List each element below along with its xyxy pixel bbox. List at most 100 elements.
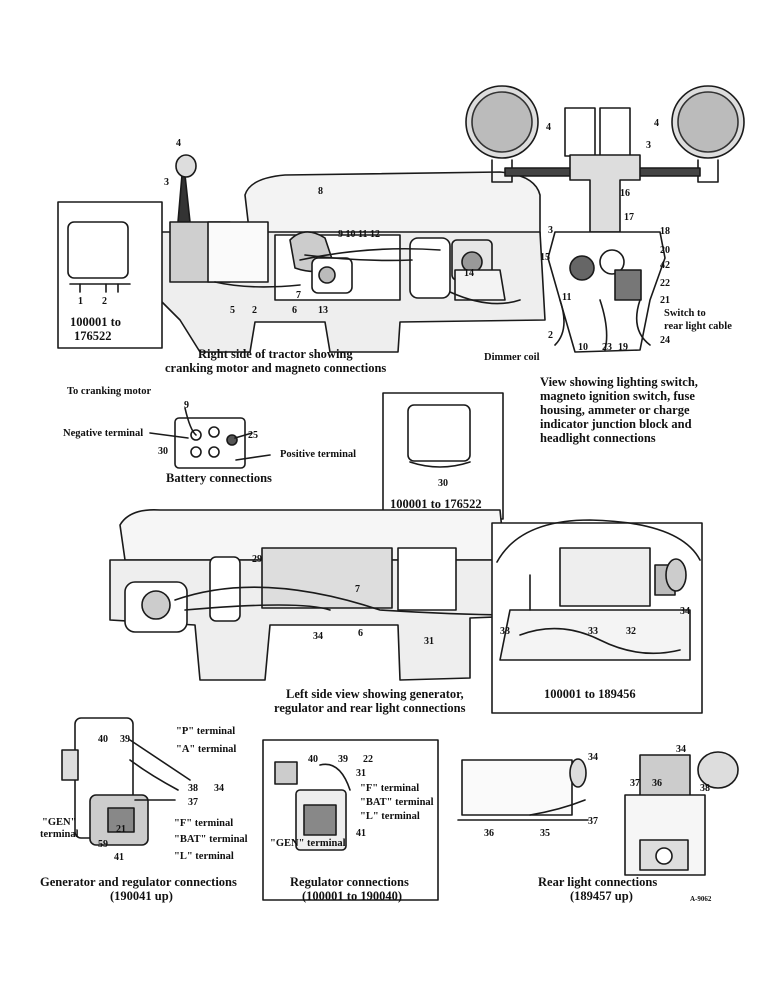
callout-1-inset: 1: [78, 296, 83, 307]
caption-lighting-line4: indicator junction block and: [540, 417, 692, 431]
caption-regulator-line1: Regulator connections: [290, 875, 409, 889]
callout-3: 3: [164, 177, 169, 188]
callout-16: 16: [620, 188, 630, 199]
caption-lighting-line5: headlight connections: [540, 431, 656, 445]
callout-21: 21: [660, 295, 670, 306]
callout-34-rear: 34: [588, 752, 598, 763]
inset-top-left-drawing: [57, 201, 163, 349]
label-bat-terminal-gen: "BAT" terminal: [174, 834, 248, 845]
label-bat-terminal-reg: "BAT" terminal: [360, 797, 434, 808]
callout-37-gen: 37: [188, 797, 198, 808]
label-to-cranking-motor: To cranking motor: [67, 386, 152, 397]
label-negative-terminal: Negative terminal: [63, 428, 144, 439]
callout-34-gen: 34: [214, 783, 224, 794]
callout-38-rear: 38: [700, 783, 710, 794]
callout-40-gen: 40: [98, 734, 108, 745]
callout-17: 17: [624, 212, 634, 223]
caption-right-side-line2: cranking motor and magneto connections: [165, 361, 387, 375]
callout-32: 32: [626, 626, 636, 637]
callout-39-gen: 39: [120, 734, 130, 745]
generator-regulator-drawing: [61, 717, 191, 846]
serial-inset-battery: 100001 to 176522: [390, 497, 482, 511]
callout-11: 11: [562, 292, 572, 303]
callout-22-reg: 22: [363, 754, 373, 765]
callout-34-inset: 34: [680, 606, 690, 617]
callout-21-gen: 21: [116, 824, 126, 835]
caption-regulator-line2: (100001 to 190040): [302, 889, 402, 903]
lighting-switch-drawing: [465, 85, 745, 353]
callout-8: 8: [318, 186, 323, 197]
callout-6: 6: [292, 305, 297, 316]
caption-lighting-line1: View showing lighting switch,: [540, 375, 698, 389]
label-switch-to-line1: Switch to: [664, 308, 706, 319]
callout-34-left: 34: [313, 631, 323, 642]
callout-37-rear-mid: 37: [588, 816, 598, 827]
callout-5: 5: [230, 305, 235, 316]
caption-left-side-line1: Left side view showing generator,: [286, 687, 464, 701]
battery-drawing: [149, 407, 271, 469]
callout-31: 31: [424, 636, 434, 647]
callout-15: 15: [540, 252, 550, 263]
caption-gen-reg-line2: (190041 up): [110, 889, 173, 903]
label-gen-terminal-reg: "GEN" terminal: [270, 838, 346, 849]
callout-2-inset: 2: [102, 296, 107, 307]
left-side-tractor-drawing: [109, 508, 546, 681]
callout-7-left: 7: [355, 584, 360, 595]
callout-42: 42: [660, 260, 670, 271]
label-f-terminal-gen: "F" terminal: [174, 818, 234, 829]
callout-14: 14: [464, 268, 474, 279]
callout-24-panel: 24: [660, 335, 670, 346]
rear-light-drawing: [457, 751, 739, 876]
label-positive-terminal: Positive terminal: [280, 449, 357, 460]
callout-13: 13: [318, 305, 328, 316]
label-p-terminal: "P" terminal: [176, 726, 236, 737]
regulator-drawing: [262, 739, 439, 901]
label-f-terminal-reg: "F" terminal: [360, 783, 420, 794]
serial-inset-left-side: 100001 to 189456: [544, 687, 636, 701]
callout-9-10-11-12: 9 10 11 12: [338, 229, 380, 240]
callout-59: 59: [98, 839, 108, 850]
callout-36-rear: 36: [652, 778, 662, 789]
callout-31-reg: 31: [356, 768, 366, 779]
callout-40-reg: 40: [308, 754, 318, 765]
label-gen-left: "GEN": [42, 817, 77, 828]
callout-30-inset: 30: [438, 478, 448, 489]
callout-4: 4: [176, 138, 181, 149]
callout-34-rear-right: 34: [676, 744, 686, 755]
callout-9-battery: 9: [184, 400, 189, 411]
label-terminal-left: terminal: [40, 829, 79, 840]
caption-left-side-line2: regulator and rear light connections: [274, 701, 466, 715]
callout-18: 18: [660, 226, 670, 237]
callout-37-rear: 37: [630, 778, 640, 789]
callout-4-right-light: 4: [654, 118, 659, 129]
callout-3-light: 3: [646, 140, 651, 151]
callout-36-rear-left: 36: [484, 828, 494, 839]
inset-left-side-drawing: [491, 519, 703, 714]
caption-rear-light-line2: (189457 up): [570, 889, 633, 903]
callout-20: 20: [660, 245, 670, 256]
label-l-terminal-gen: "L" terminal: [174, 851, 234, 862]
label-switch-to-line2: rear light cable: [664, 321, 732, 332]
callout-30-battery: 30: [158, 446, 168, 457]
callout-41-gen: 41: [114, 852, 124, 863]
callout-4-left-light: 4: [546, 122, 551, 133]
callout-25: 25: [248, 430, 258, 441]
callout-33-a: 33: [500, 626, 510, 637]
label-dimmer-coil: Dimmer coil: [484, 352, 540, 363]
label-a-terminal: "A" terminal: [176, 744, 237, 755]
caption-lighting-line2: magneto ignition switch, fuse: [540, 389, 695, 403]
serial-inset-top-line2: 176522: [74, 329, 112, 343]
callout-39-reg: 39: [338, 754, 348, 765]
caption-gen-reg-line1: Generator and regulator connections: [40, 875, 237, 889]
callout-3-panel: 3: [548, 225, 553, 236]
caption-battery: Battery connections: [166, 471, 272, 485]
drawing-number: A-9062: [690, 895, 712, 903]
label-l-terminal-reg: "L" terminal: [360, 811, 420, 822]
callout-29: 29: [252, 554, 262, 565]
callout-38-gen: 38: [188, 783, 198, 794]
right-side-tractor-drawing: [159, 154, 546, 353]
callout-7: 7: [296, 290, 301, 301]
callout-6-left: 6: [358, 628, 363, 639]
callout-22: 22: [660, 278, 670, 289]
